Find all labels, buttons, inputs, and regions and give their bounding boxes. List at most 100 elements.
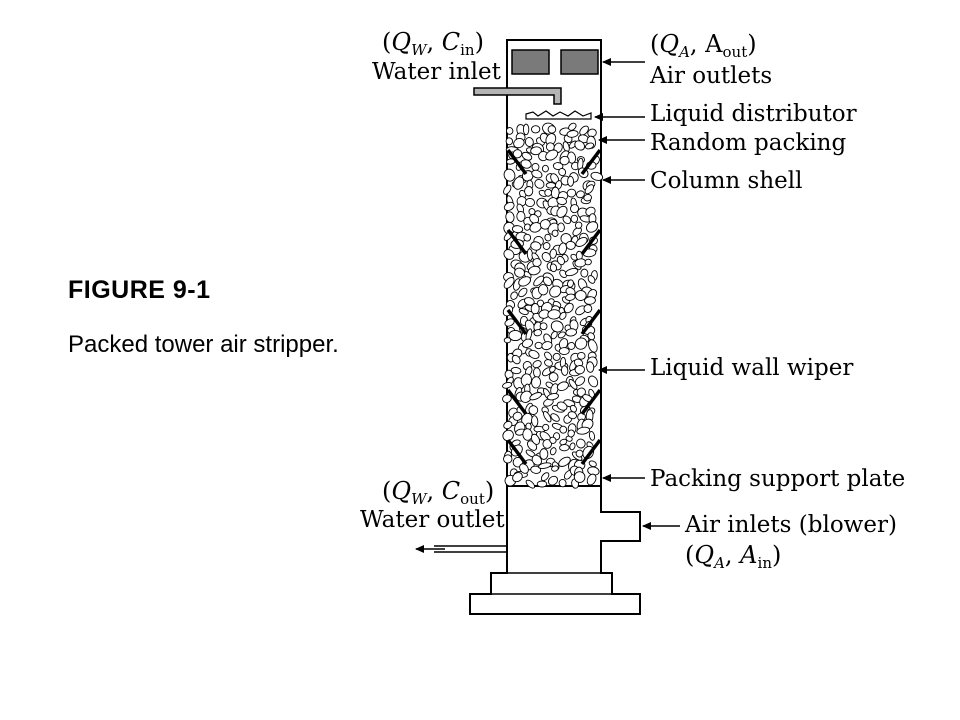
packing-piece <box>549 447 557 456</box>
packing-piece <box>512 411 523 421</box>
packing-piece <box>541 164 549 173</box>
packing-piece <box>588 375 599 388</box>
packing-piece <box>530 125 541 134</box>
packing-piece <box>574 376 586 386</box>
packing-piece <box>503 249 515 260</box>
packing-piece <box>580 268 589 278</box>
packing-piece <box>557 331 566 339</box>
packing-piece <box>574 221 583 229</box>
liquid-wall-wiper <box>580 148 602 176</box>
liquid-distributor-label: Liquid distributor <box>650 101 857 127</box>
packing-piece <box>576 426 591 435</box>
packing-piece <box>543 398 554 407</box>
packing-piece <box>579 125 589 136</box>
packing-piece <box>503 337 512 344</box>
packing-piece <box>542 276 553 286</box>
liquid-wall-wiper <box>506 438 528 466</box>
packing-piece <box>585 221 599 233</box>
packing-piece <box>559 444 570 452</box>
packing-piece <box>552 162 564 171</box>
packing-piece <box>541 341 553 351</box>
packing-piece <box>533 367 541 378</box>
packing-piece <box>559 155 570 166</box>
packing-piece <box>539 219 551 230</box>
packing-piece <box>542 242 551 250</box>
liquid-wall-wiper <box>506 308 528 336</box>
packing-piece <box>584 184 595 195</box>
packing-piece <box>565 268 579 277</box>
packing-piece <box>512 472 523 483</box>
packing-piece <box>503 277 515 289</box>
packing-piece <box>502 429 514 442</box>
packing-piece <box>575 449 584 458</box>
packing-piece <box>510 291 518 300</box>
packing-piece <box>544 233 552 242</box>
packing-piece <box>505 137 513 146</box>
packing-piece <box>576 190 585 199</box>
packing-piece <box>549 365 556 373</box>
packing-piece <box>558 478 567 488</box>
water-outlet-vars-label: (QW, Cout) <box>382 477 494 508</box>
packing-piece <box>549 285 562 298</box>
liquid-wall-wiper <box>580 228 602 256</box>
air-inlets-label: Air inlets (blower) <box>684 512 897 538</box>
column-shell-label: Column shell <box>650 168 803 194</box>
packing-piece <box>538 462 552 469</box>
packing-piece <box>518 287 528 298</box>
packing-piece <box>530 465 542 474</box>
packing-piece <box>583 304 593 313</box>
packing-piece <box>562 215 572 225</box>
packing-piece <box>556 196 567 206</box>
packing-piece <box>511 354 521 365</box>
packing-piece <box>559 425 568 434</box>
packing-piece <box>531 415 539 427</box>
air-outlet-vent-left <box>511 49 550 75</box>
air-outlet-vars-label: (QA, Aout) <box>650 30 757 61</box>
packing-piece <box>560 365 569 376</box>
packing-piece <box>511 225 524 234</box>
packing-piece <box>510 367 522 375</box>
packing-piece <box>563 302 574 314</box>
packing-piece <box>539 448 549 460</box>
packing-piece <box>534 341 543 350</box>
packing-piece <box>523 233 532 242</box>
packing-piece <box>549 248 557 259</box>
packing-piece <box>543 411 552 423</box>
packing-piece <box>534 178 545 189</box>
packing-piece <box>558 167 567 177</box>
packing-piece <box>588 430 596 441</box>
packing-piece <box>502 394 512 404</box>
packing-piece <box>584 296 596 305</box>
liquid-wall-wipers <box>506 148 602 466</box>
packing-piece <box>566 130 579 138</box>
packing-piece <box>518 276 531 287</box>
packing-piece <box>550 330 558 340</box>
packing-piece <box>549 436 557 444</box>
packing-piece <box>569 404 577 413</box>
packing-piece <box>522 123 530 136</box>
packing-piece <box>516 210 526 222</box>
packing-piece <box>540 472 550 482</box>
packing-piece <box>586 473 597 486</box>
packing-piece <box>573 471 586 483</box>
packing-piece <box>539 322 548 331</box>
packing-piece <box>574 140 586 151</box>
packing-piece <box>531 376 542 389</box>
air-outlets-label: Air outlets <box>649 63 772 89</box>
packing-piece <box>567 429 575 438</box>
packing-piece <box>566 188 577 198</box>
water-inlet-label: Water inlet <box>372 59 502 85</box>
packing-piece <box>545 149 559 161</box>
column-shell <box>469 39 641 615</box>
packing-piece <box>558 347 570 355</box>
packing-piece <box>525 479 536 489</box>
liquid-distributor <box>525 110 592 120</box>
callout-arrows <box>594 58 680 530</box>
packing-piece <box>570 204 580 214</box>
packing-piece <box>524 186 534 197</box>
packing-piece <box>557 222 565 233</box>
packing-piece <box>565 240 576 250</box>
packing-piece <box>530 241 542 251</box>
packing-piece <box>516 196 527 207</box>
